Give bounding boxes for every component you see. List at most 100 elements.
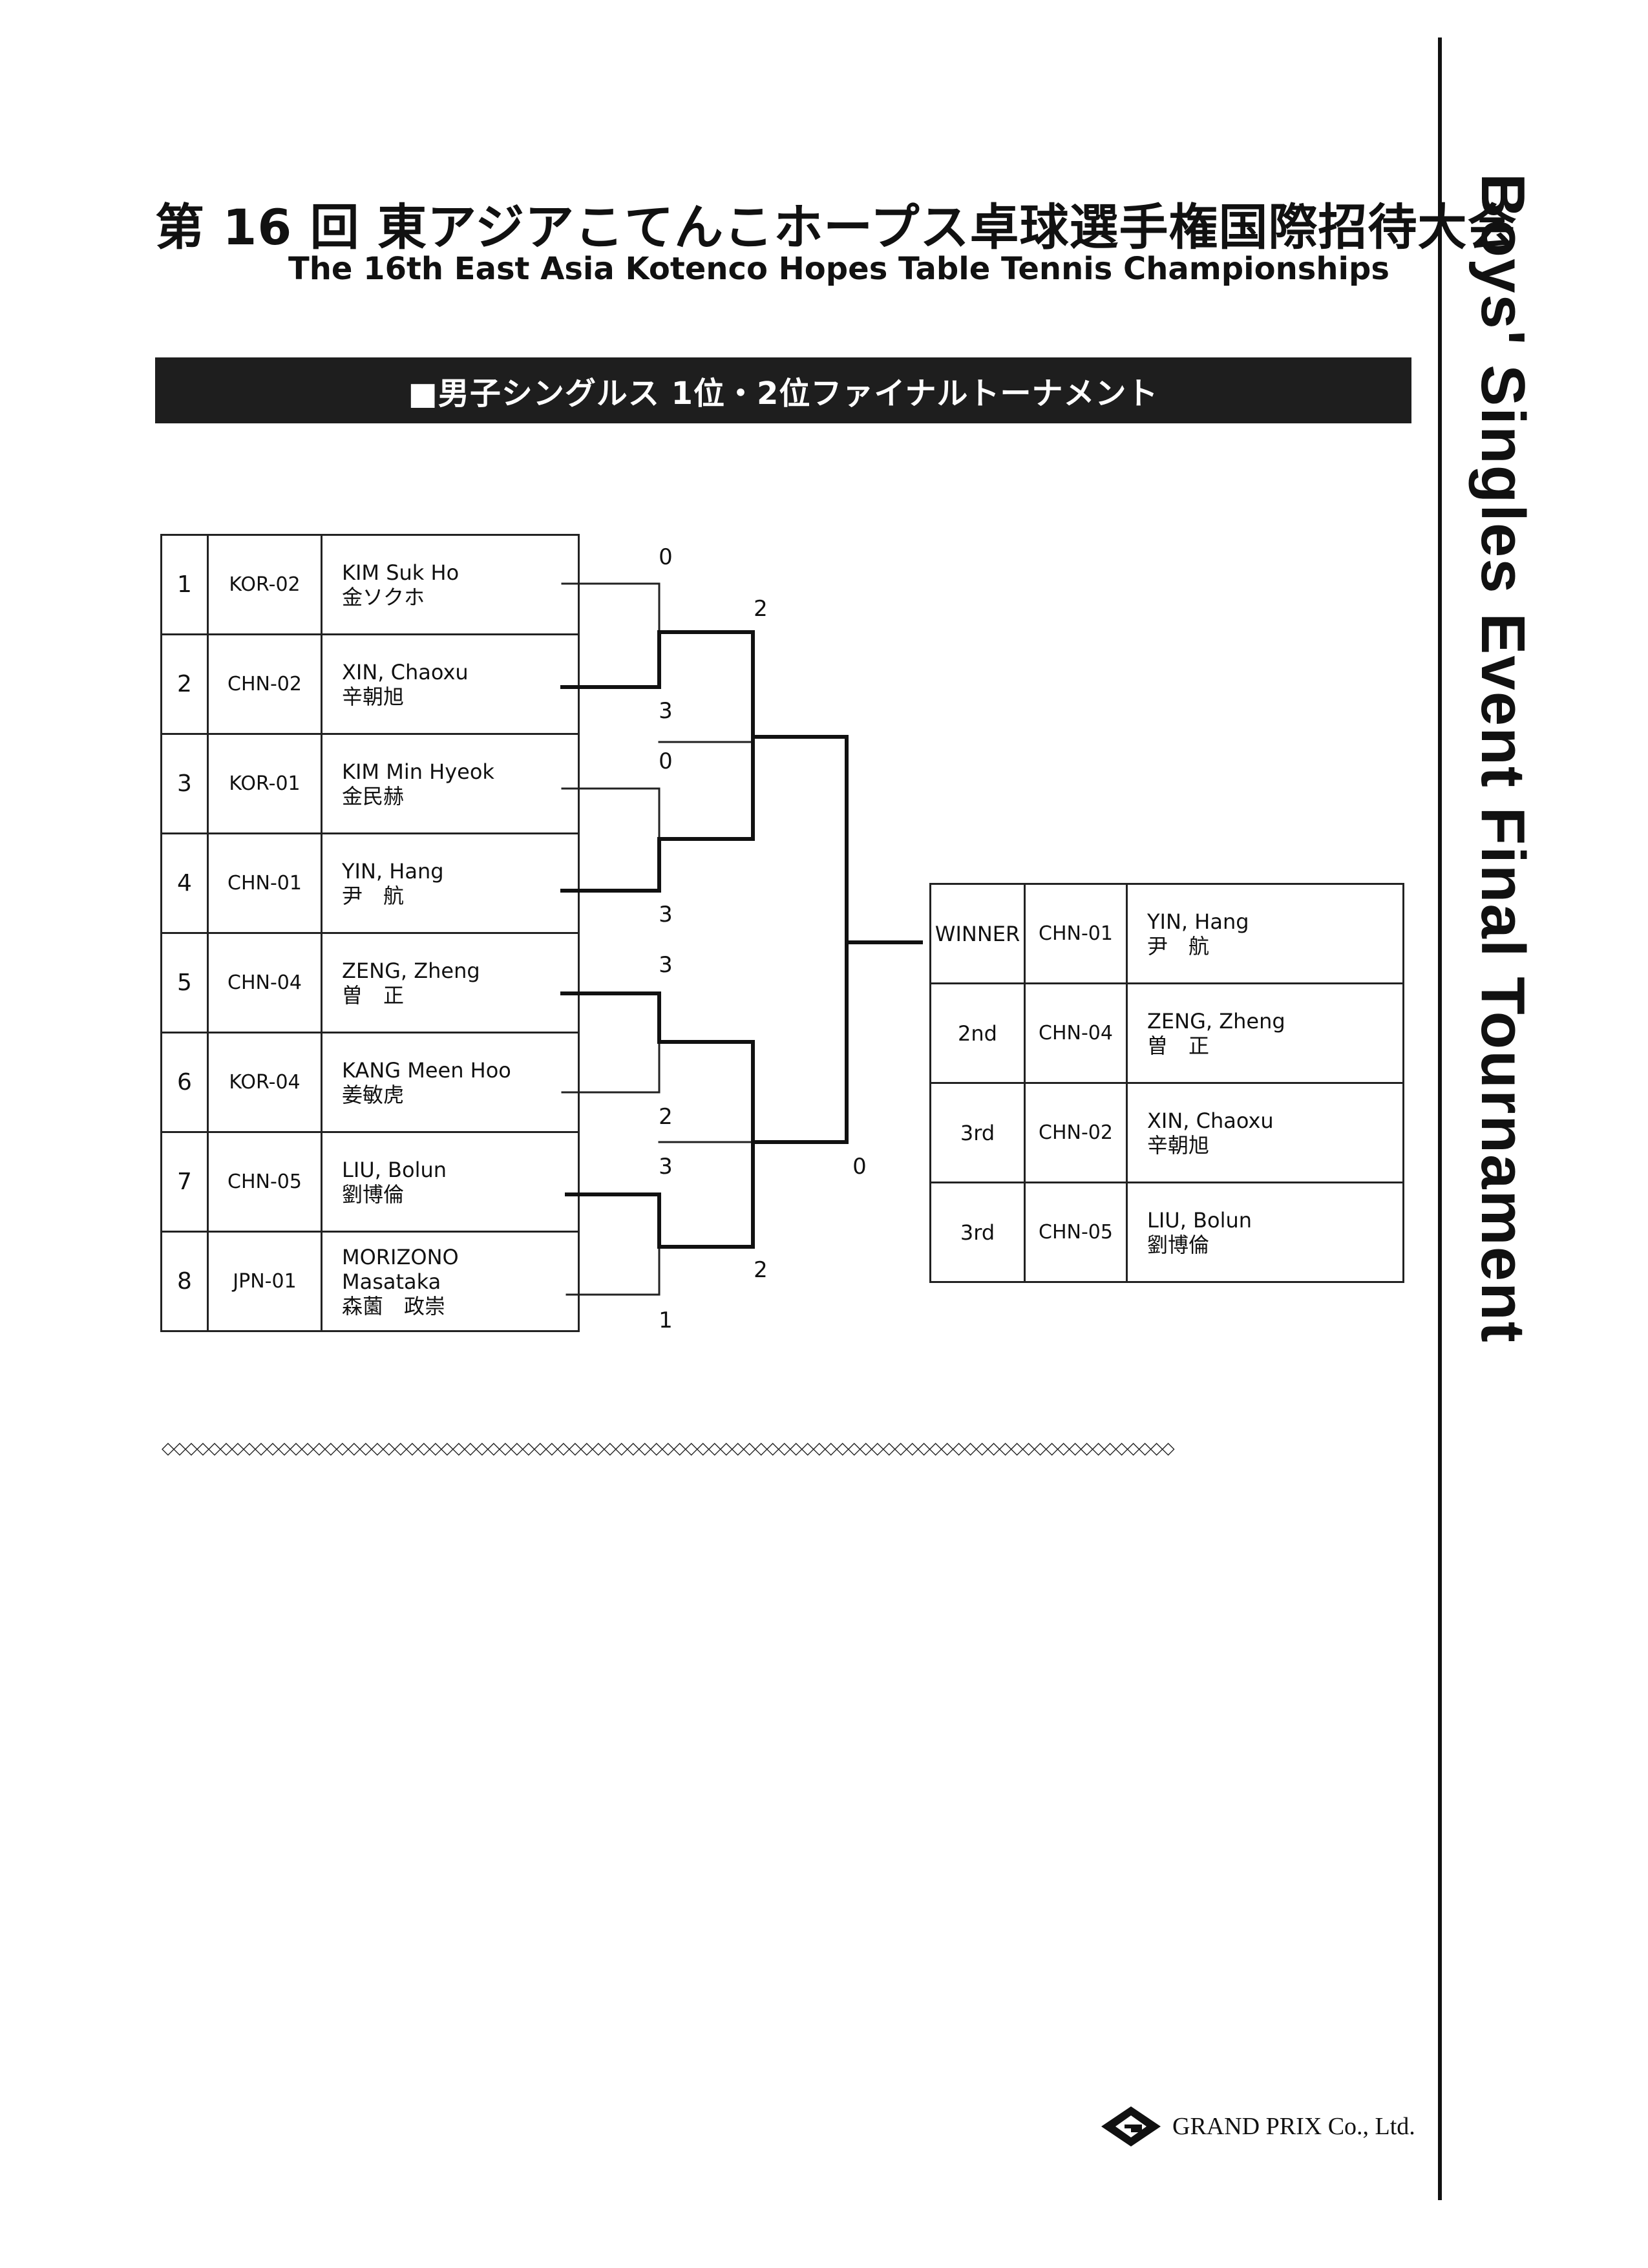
entry-row: 8 JPN-01 MORIZONO Masataka 森薗 政崇 <box>160 1231 580 1332</box>
bracket-line-r1-m3-win <box>560 991 755 1144</box>
score-final-bottom: 0 <box>852 1154 867 1180</box>
result-code: CHN-04 <box>1024 982 1128 1084</box>
company-name: GRAND PRIX Co., Ltd. <box>1172 2113 1415 2140</box>
entry-row: 1 KOR-02 KIM Suk Ho 金ソクホ <box>160 534 580 635</box>
bracket-line-sf1-lose <box>658 736 754 743</box>
player-name-local-2: 森薗 政崇 <box>342 1293 446 1319</box>
score-r1-m1-top: 0 <box>659 544 673 570</box>
entry-row: 7 CHN-05 LIU, Bolun 劉博倫 <box>160 1131 580 1233</box>
team-code: KOR-04 <box>207 1032 322 1133</box>
entry-row: 2 CHN-02 XIN, Chaoxu 辛朝旭 <box>160 633 580 735</box>
score-r1-m3-bottom: 2 <box>659 1104 673 1130</box>
bracket-line-r1-m3 <box>561 1041 660 1094</box>
bracket-line-sf1-win <box>751 735 923 944</box>
score-r1-m1-bottom: 3 <box>659 698 673 724</box>
score-r1-m3-top: 3 <box>659 952 673 978</box>
team-code: KOR-01 <box>207 733 322 834</box>
seed-number: 1 <box>160 534 209 635</box>
player-name: LIU, Bolun 劉博倫 <box>321 1131 580 1233</box>
result-row: 3rd CHN-02 XIN, Chaoxu 辛朝旭 <box>929 1082 1404 1183</box>
score-r1-m4-bottom: 1 <box>659 1308 673 1333</box>
section-banner: ■男子シングルス 1位・2位ファイナルトーナメント <box>155 357 1411 423</box>
score-sf2-bottom: 2 <box>754 1257 768 1283</box>
result-rank: 2nd <box>929 982 1026 1084</box>
result-code: CHN-02 <box>1024 1082 1128 1183</box>
score-r1-m2-bottom: 3 <box>659 902 673 927</box>
result-name-local: 辛朝旭 <box>1147 1132 1210 1158</box>
seed-number: 5 <box>160 932 209 1033</box>
player-name: KANG Meen Hoo 姜敏虎 <box>321 1032 580 1133</box>
bracket-line-r1-m1 <box>561 582 660 633</box>
player-name-local: 曽 正 <box>342 982 405 1008</box>
result-name: ZENG, Zheng 曽 正 <box>1126 982 1404 1084</box>
bracket-line-sf2 <box>751 940 849 1144</box>
player-name-local: 金民赫 <box>342 783 405 809</box>
seed-number: 2 <box>160 633 209 735</box>
result-name-en: YIN, Hang <box>1147 909 1249 934</box>
score-sf1-top: 2 <box>754 596 768 622</box>
results-table: WINNER CHN-01 YIN, Hang 尹 航 2nd CHN-04 Z… <box>929 883 1404 1283</box>
player-name-en: MORIZONO <box>342 1244 459 1269</box>
player-name: KIM Suk Ho 金ソクホ <box>321 534 580 635</box>
seed-number: 7 <box>160 1131 209 1233</box>
result-rank: WINNER <box>929 883 1026 984</box>
player-name-en: ZENG, Zheng <box>342 958 480 983</box>
entry-row: 4 CHN-01 YIN, Hang 尹 航 <box>160 832 580 934</box>
seed-number: 4 <box>160 832 209 934</box>
seed-number: 6 <box>160 1032 209 1133</box>
team-code: KOR-02 <box>207 534 322 635</box>
player-name-en: KIM Suk Ho <box>342 560 460 585</box>
entry-table: 1 KOR-02 KIM Suk Ho 金ソクホ 2 CHN-02 XIN, C… <box>160 534 580 1332</box>
player-name-en: LIU, Bolun <box>342 1157 447 1182</box>
result-rank: 3rd <box>929 1182 1026 1283</box>
result-name-en: XIN, Chaoxu <box>1147 1108 1274 1133</box>
team-code: CHN-02 <box>207 633 322 735</box>
score-r1-m2-top: 0 <box>659 748 673 774</box>
bracket-line-r1-m2 <box>561 787 660 840</box>
player-name-local: 尹 航 <box>342 883 405 908</box>
bracket-line-r1-m1-win <box>560 630 755 739</box>
result-row: 3rd CHN-05 LIU, Bolun 劉博倫 <box>929 1182 1404 1283</box>
team-code: CHN-05 <box>207 1131 322 1233</box>
bracket-line-r1-m4-win <box>565 1140 755 1249</box>
result-name: LIU, Bolun 劉博倫 <box>1126 1182 1404 1283</box>
banner-text: ■男子シングルス 1位・2位ファイナルトーナメント <box>408 376 1159 412</box>
result-row: WINNER CHN-01 YIN, Hang 尹 航 <box>929 883 1404 984</box>
player-name-local: Masataka <box>342 1269 441 1294</box>
result-name-en: LIU, Bolun <box>1147 1207 1252 1233</box>
bracket-line-r1-m4 <box>565 1245 660 1296</box>
score-r1-m4-top: 3 <box>659 1154 673 1180</box>
result-rank: 3rd <box>929 1082 1026 1183</box>
team-code: CHN-01 <box>207 832 322 934</box>
result-name-local: 曽 正 <box>1147 1033 1210 1058</box>
entry-row: 6 KOR-04 KANG Meen Hoo 姜敏虎 <box>160 1032 580 1133</box>
player-name-en: XIN, Chaoxu <box>342 659 469 684</box>
bracket-line-r1-m2-win <box>560 735 755 893</box>
side-divider <box>1438 37 1442 2200</box>
title-japanese: 第 16 回 東アジアこてんこホープス卓球選手権国際招待大会 <box>155 198 1517 256</box>
seed-number: 8 <box>160 1231 209 1332</box>
player-name: YIN, Hang 尹 航 <box>321 832 580 934</box>
seed-number: 3 <box>160 733 209 834</box>
player-name-local: 辛朝旭 <box>342 684 405 709</box>
company-logo: GRAND PRIX Co., Ltd. <box>1099 2104 1415 2149</box>
player-name: XIN, Chaoxu 辛朝旭 <box>321 633 580 735</box>
result-name: XIN, Chaoxu 辛朝旭 <box>1126 1082 1404 1183</box>
result-name-local: 尹 航 <box>1147 933 1210 959</box>
diamond-divider: ◇◇◇◇◇◇◇◇◇◇◇◇◇◇◇◇◇◇◇◇◇◇◇◇◇◇◇◇◇◇◇◇◇◇◇◇◇◇◇◇… <box>162 1439 1175 1458</box>
team-code: CHN-04 <box>207 932 322 1033</box>
player-name: KIM Min Hyeok 金民赫 <box>321 733 580 834</box>
player-name-en: YIN, Hang <box>342 858 444 884</box>
result-name-local: 劉博倫 <box>1147 1232 1210 1257</box>
title-english: The 16th East Asia Kotenco Hopes Table T… <box>288 251 1389 287</box>
result-row: 2nd CHN-04 ZENG, Zheng 曽 正 <box>929 982 1404 1084</box>
grand-prix-logo-icon <box>1101 2106 1161 2146</box>
player-name: MORIZONO Masataka 森薗 政崇 <box>321 1231 580 1332</box>
result-code: CHN-05 <box>1024 1182 1128 1283</box>
team-code: JPN-01 <box>207 1231 322 1332</box>
player-name-en: KIM Min Hyeok <box>342 759 494 784</box>
player-name-local: 姜敏虎 <box>342 1082 405 1107</box>
entry-row: 5 CHN-04 ZENG, Zheng 曽 正 <box>160 932 580 1033</box>
entry-row: 3 KOR-01 KIM Min Hyeok 金民赫 <box>160 733 580 834</box>
